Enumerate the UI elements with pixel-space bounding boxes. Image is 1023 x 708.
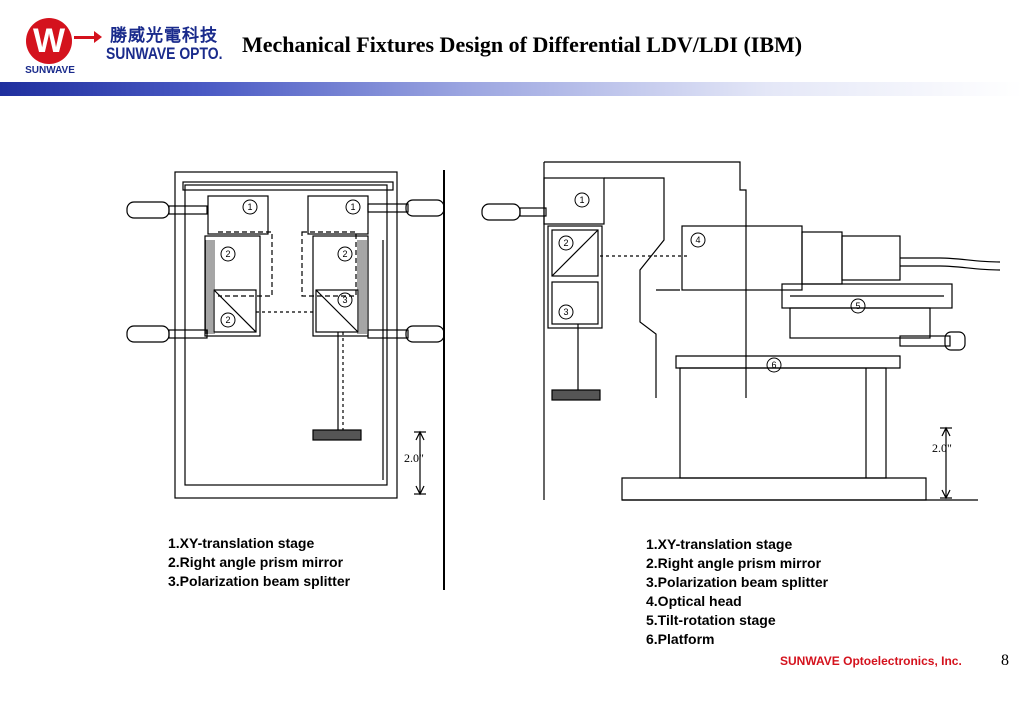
header-gradient-band <box>0 82 1023 96</box>
right-fixture-drawing <box>481 161 1001 501</box>
right-legend-item: 1.XY-translation stage <box>646 536 793 552</box>
logo-arrow-icon <box>74 31 102 43</box>
callout-right-3: 3 <box>563 307 568 317</box>
callout-circles <box>220 192 866 373</box>
callout-left-2c: 2 <box>342 249 347 259</box>
callout-right-4: 4 <box>695 235 700 245</box>
right-dimension-label: 2.0" <box>932 441 952 455</box>
callout-right-6: 6 <box>771 360 776 370</box>
right-legend-item: 5.Tilt-rotation stage <box>646 612 776 628</box>
logo-chinese-name: 勝威光電科技 <box>110 26 218 46</box>
callout-left-2b: 2 <box>225 315 230 325</box>
right-legend-item: 2.Right angle prism mirror <box>646 555 822 571</box>
page-number: 8 <box>1001 652 1009 669</box>
company-logo: W SUNWAVE 勝威光電科技 SUNWAVE OPTO. <box>22 14 258 80</box>
left-legend-item: 2.Right angle prism mirror <box>168 554 344 570</box>
logo-english-name: SUNWAVE OPTO. <box>106 44 223 63</box>
logo-mark: W <box>26 18 72 64</box>
right-legend: 1.XY-translation stage 2.Right angle pri… <box>646 535 828 649</box>
left-dimension-label: 2.0" <box>404 451 424 465</box>
slide-title: Mechanical Fixtures Design of Differenti… <box>242 32 803 57</box>
callout-left-1b: 1 <box>350 202 355 212</box>
left-legend-item: 1.XY-translation stage <box>168 535 315 551</box>
callout-right-2: 2 <box>563 238 568 248</box>
left-legend-item: 3.Polarization beam splitter <box>168 573 351 589</box>
callout-right-5: 5 <box>855 301 860 311</box>
callout-left-2a: 2 <box>225 249 230 259</box>
logo-sub-label: SUNWAVE <box>25 65 75 76</box>
right-legend-item: 4.Optical head <box>646 593 742 609</box>
footer-company: SUNWAVE Optoelectronics, Inc. <box>780 654 962 668</box>
callout-right-1: 1 <box>579 195 584 205</box>
left-fixture-drawing <box>126 170 445 590</box>
callout-left-3: 3 <box>342 295 347 305</box>
right-legend-item: 3.Polarization beam splitter <box>646 574 829 590</box>
left-legend: 1.XY-translation stage 2.Right angle pri… <box>168 534 350 591</box>
callout-left-1a: 1 <box>247 202 252 212</box>
right-legend-item: 6.Platform <box>646 631 715 647</box>
